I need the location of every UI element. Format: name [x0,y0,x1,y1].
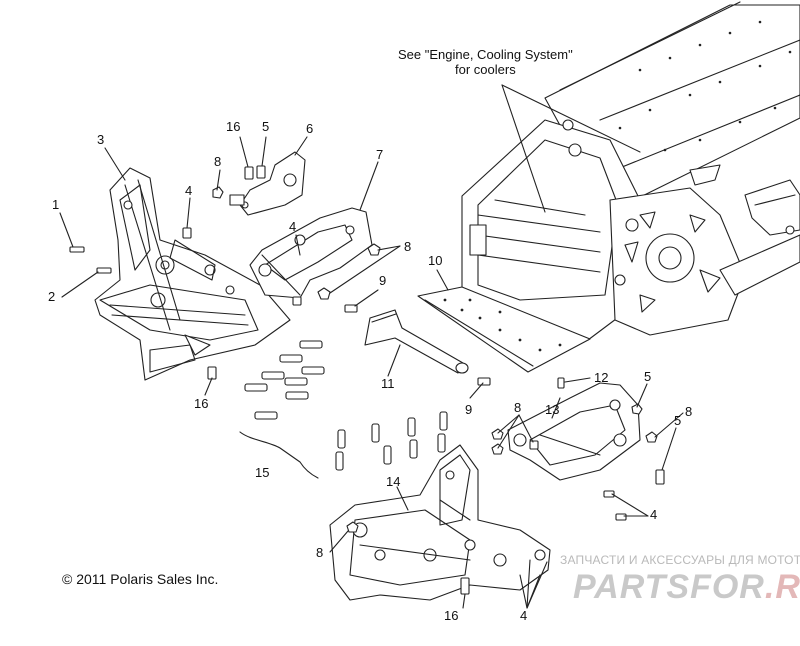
chassis-tunnel [461,1,800,341]
note-line-2: for coolers [455,62,516,77]
callout-1: 1 [52,197,60,212]
callout-13: 13 [545,402,560,417]
watermark-logo-main: PARTSFOR [573,568,765,606]
callout-5: 5 [674,413,682,428]
callout-10: 10 [428,253,443,268]
callout-9: 9 [379,273,387,288]
callout-12: 12 [594,370,609,385]
callout-5: 5 [644,369,652,384]
left-bulkhead [94,167,291,381]
callout-15: 15 [255,465,270,480]
callout-9: 9 [465,402,473,417]
bolt-set [239,340,448,479]
note-leaders [501,84,641,213]
callout-5: 5 [262,119,270,134]
callout-8: 8 [316,545,324,560]
callout-3: 3 [97,132,105,147]
see-also-note: See "Engine, Cooling System" for coolers [398,47,573,77]
watermark-logo-domain: .RU [764,568,800,606]
note-line-1: See "Engine, Cooling System" [398,47,573,62]
callout-16: 16 [226,119,241,134]
engine-mount-bracket [229,151,306,216]
front-bulkhead [329,444,551,601]
watermark-logo: PARTSFOR.RU [573,568,800,607]
callout-8: 8 [514,400,522,415]
callout-4: 4 [289,219,297,234]
copyright-notice: © 2011 Polaris Sales Inc. [62,571,219,587]
callout-7: 7 [376,147,384,162]
center-mount [249,207,373,299]
callout-14: 14 [386,474,401,489]
watermark-tagline: ЗАПЧАСТИ И АКСЕССУАРЫ ДЛЯ МОТОТЕХНИКИ [560,553,800,567]
callout-4: 4 [185,183,193,198]
callout-8: 8 [685,404,693,419]
right-mount [507,382,641,481]
fasteners [69,165,665,595]
callout-16: 16 [194,396,209,411]
callout-4: 4 [520,608,528,623]
callout-4: 4 [650,507,658,522]
callout-8: 8 [404,239,412,254]
callout-2: 2 [48,289,56,304]
skid-plate [417,286,591,373]
callout-11: 11 [381,376,395,391]
callout-16: 16 [444,608,459,623]
callout-6: 6 [306,121,314,136]
callout-8: 8 [214,154,222,169]
cross-tube [364,309,469,374]
callout-leaders [59,136,684,609]
